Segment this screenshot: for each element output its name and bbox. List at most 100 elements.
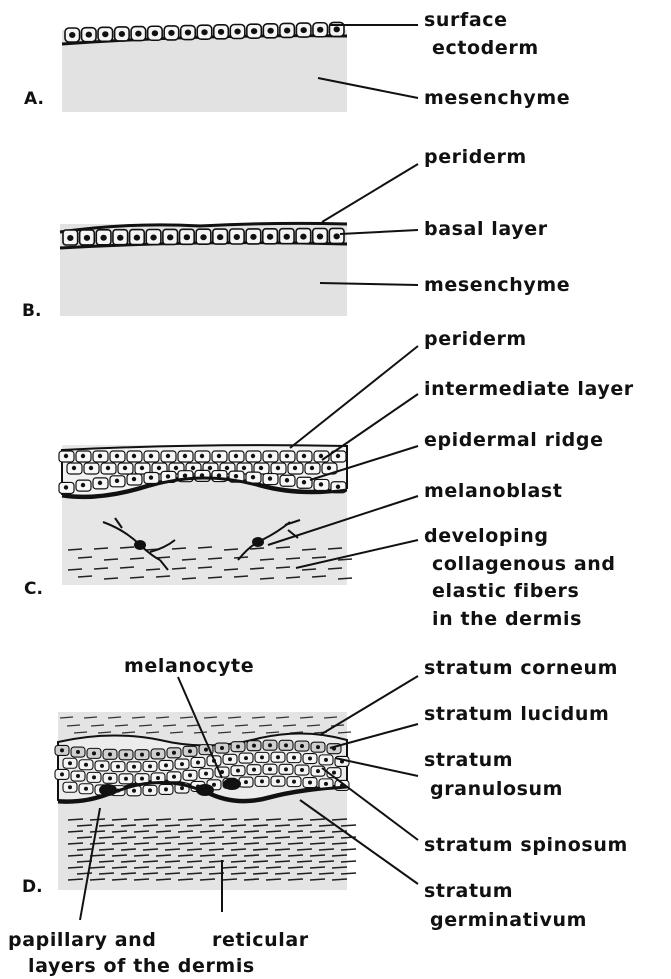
cell-nucleus: [166, 454, 170, 458]
cell-nucleus: [172, 775, 176, 779]
dermal-fiber: [222, 867, 237, 868]
label-papillary-and: papillary and: [8, 929, 157, 951]
dermal-fiber: [332, 879, 347, 880]
cell-nucleus: [180, 762, 184, 766]
dermal-fiber: [209, 849, 224, 850]
dermal-fiber: [112, 843, 127, 844]
dermal-fiber: [288, 831, 303, 832]
dermal-fiber: [90, 843, 105, 844]
cell-nucleus: [333, 233, 339, 239]
collagen-fiber: [146, 569, 160, 570]
cell-nucleus: [134, 235, 140, 241]
dermal-fiber: [68, 819, 83, 820]
dermal-fiber: [200, 855, 215, 856]
label-developing: developing: [424, 525, 549, 547]
dermal-fiber: [165, 861, 180, 862]
dermal-fiber: [99, 849, 114, 850]
cell-nucleus: [140, 777, 144, 781]
dermal-fiber: [178, 855, 193, 856]
cell-nucleus: [119, 31, 125, 37]
cell-nucleus: [180, 786, 184, 790]
dermal-fiber: [222, 879, 237, 880]
label-layers-of-dermis: layers of the dermis: [28, 955, 255, 977]
dermal-fiber: [253, 861, 268, 862]
dermal-fiber: [200, 819, 215, 820]
collagen-fiber: [172, 548, 186, 549]
collagen-fiber: [208, 558, 222, 559]
cell-nucleus: [183, 454, 187, 458]
cell-nucleus: [324, 782, 328, 786]
cell-nucleus: [98, 454, 102, 458]
dermal-fiber: [266, 855, 281, 856]
cell-nucleus: [200, 454, 204, 458]
cell-nucleus: [124, 777, 128, 781]
collagen-fiber: [156, 576, 170, 577]
cell-nucleus: [140, 466, 144, 470]
collagen-fiber: [250, 568, 264, 569]
collagen-fiber: [182, 578, 196, 579]
cell-nucleus: [204, 748, 208, 752]
label-mesenchyme-a: mesenchyme: [424, 87, 570, 109]
collagen-fiber: [328, 548, 342, 549]
dermal-fiber: [112, 867, 127, 868]
cell-nucleus: [68, 761, 72, 765]
dermal-fiber: [332, 843, 347, 844]
label-mesenchyme-b: mesenchyme: [424, 274, 570, 296]
cell-nucleus: [72, 466, 76, 470]
label-granulosum: granulosum: [430, 778, 563, 800]
cell-nucleus: [191, 466, 195, 470]
cell-nucleus: [234, 234, 240, 240]
collagen-fiber: [250, 548, 264, 549]
dermal-fiber: [231, 825, 246, 826]
dermal-fiber: [178, 843, 193, 844]
cell-nucleus: [293, 466, 297, 470]
dermal-fiber: [341, 861, 356, 862]
dermal-fiber: [310, 855, 325, 856]
collagen-fiber: [104, 559, 118, 560]
cell-nucleus: [252, 744, 256, 748]
dermal-fiber: [319, 837, 334, 838]
dermal-fiber: [187, 825, 202, 826]
label-in-the-dermis: in the dermis: [432, 608, 582, 630]
dermal-fiber: [222, 819, 237, 820]
cell-nucleus: [319, 454, 323, 458]
cell-nucleus: [218, 29, 224, 35]
dermal-fiber: [134, 843, 149, 844]
label-basal-layer: basal layer: [424, 218, 548, 240]
cell-nucleus: [68, 785, 72, 789]
label-intermediate-layer: intermediate layer: [424, 378, 634, 400]
dermal-fiber: [310, 879, 325, 880]
cell-nucleus: [106, 466, 110, 470]
cell-nucleus: [124, 753, 128, 757]
dermal-fiber: [99, 861, 114, 862]
panel-b: B. periderm basal layer mesenchyme: [22, 146, 570, 321]
dermal-fiber: [266, 819, 281, 820]
dermal-fiber: [275, 873, 290, 874]
dermal-fiber: [77, 849, 92, 850]
cell-nucleus: [220, 746, 224, 750]
cell-nucleus: [204, 772, 208, 776]
collagen-fiber: [198, 567, 212, 568]
collagen-fiber: [78, 576, 92, 577]
collagen-fiber: [94, 568, 108, 569]
cell-nucleus: [234, 474, 238, 478]
dermal-fiber: [99, 825, 114, 826]
cell-nucleus: [268, 454, 272, 458]
panel-b-letter: B.: [22, 301, 41, 321]
dermal-fiber: [178, 867, 193, 868]
dermal-fiber: [341, 873, 356, 874]
cell-nucleus: [242, 466, 246, 470]
cell-nucleus: [260, 755, 264, 759]
cell-nucleus: [76, 750, 80, 754]
dermal-fiber: [231, 861, 246, 862]
dermal-fiber: [275, 837, 290, 838]
label-melanocyte: melanocyte: [124, 655, 254, 677]
collagen-fiber: [328, 568, 342, 569]
cell-nucleus: [188, 749, 192, 753]
dermal-fiber: [112, 855, 127, 856]
cell-nucleus: [100, 764, 104, 768]
cell-nucleus: [334, 26, 340, 32]
cell-nucleus: [172, 751, 176, 755]
dermal-fiber: [187, 837, 202, 838]
cell-nucleus: [316, 745, 320, 749]
